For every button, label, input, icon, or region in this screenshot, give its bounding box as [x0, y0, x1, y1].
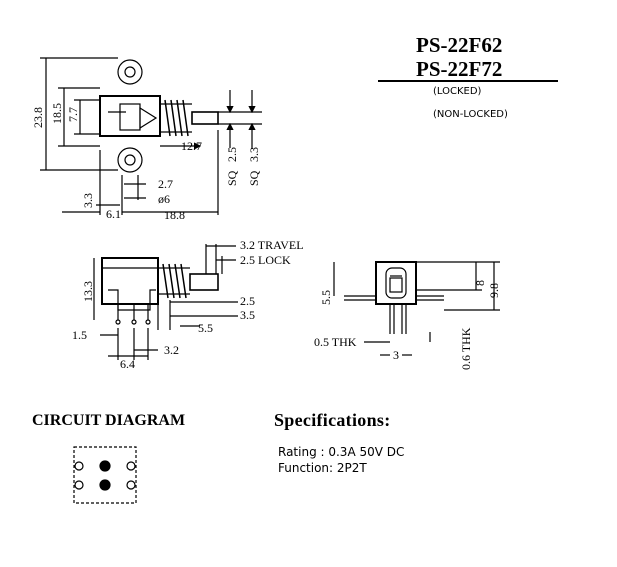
end-view	[333, 261, 500, 356]
dim-12-7: 12.7	[181, 139, 202, 153]
dim-6-4: 6.4	[120, 357, 135, 371]
dim-1-5: 1.5	[72, 328, 87, 342]
spec-function: Function: 2P2T	[278, 461, 367, 475]
dim-5-5: 5.5	[198, 321, 213, 335]
specifications-title: Specifications:	[274, 410, 391, 430]
dim-lock: 2.5 LOCK	[240, 253, 291, 267]
dim-sq-1: SQ	[225, 170, 239, 186]
dim-2-7: 2.7	[158, 177, 173, 191]
dim-6-1: 6.1	[106, 207, 121, 221]
dim-23-8: 23.8	[31, 107, 45, 128]
dim-13-3: 13.3	[81, 281, 95, 302]
dim-2-5-b: 2.5	[240, 294, 255, 308]
circuit-diagram-title: CIRCUIT DIAGRAM	[32, 412, 186, 429]
dim-18-5: 18.5	[50, 103, 64, 124]
model-nonlocked: PS-22F72	[416, 57, 503, 81]
header-rule	[378, 80, 558, 82]
side-view	[93, 244, 238, 360]
dim-3-3-a: 3.3	[247, 147, 261, 162]
dim-9-8: 9.8	[487, 283, 501, 298]
note-nonlocked: (NON-LOCKED)	[433, 109, 508, 120]
dim-3-5: 3.5	[240, 308, 255, 322]
dim-3-2: 3.2	[164, 343, 179, 357]
spec-rating: Rating : 0.3A 50V DC	[278, 445, 405, 459]
dim-sq-2: SQ	[247, 170, 261, 186]
dim-3-3-b: 3.3	[81, 193, 95, 208]
dim-8: 8	[473, 280, 487, 286]
circuit-diagram	[73, 446, 137, 504]
dim-5-5-b: 5.5	[319, 290, 333, 305]
dim-0-6-thk: 0.6 THK	[459, 327, 473, 370]
note-locked: (LOCKED)	[433, 86, 482, 97]
dim-7-7: 7.7	[66, 107, 80, 122]
dim-travel: 3.2 TRAVEL	[240, 238, 304, 252]
dim-phi-6: ø6	[158, 192, 170, 206]
dim-0-5-thk: 0.5 THK	[314, 335, 357, 349]
dim-18-8: 18.8	[164, 208, 185, 222]
dim-2-5: 2.5	[225, 147, 239, 162]
dim-3: 3	[393, 348, 399, 362]
model-locked: PS-22F62	[416, 33, 503, 57]
top-view	[40, 57, 262, 215]
